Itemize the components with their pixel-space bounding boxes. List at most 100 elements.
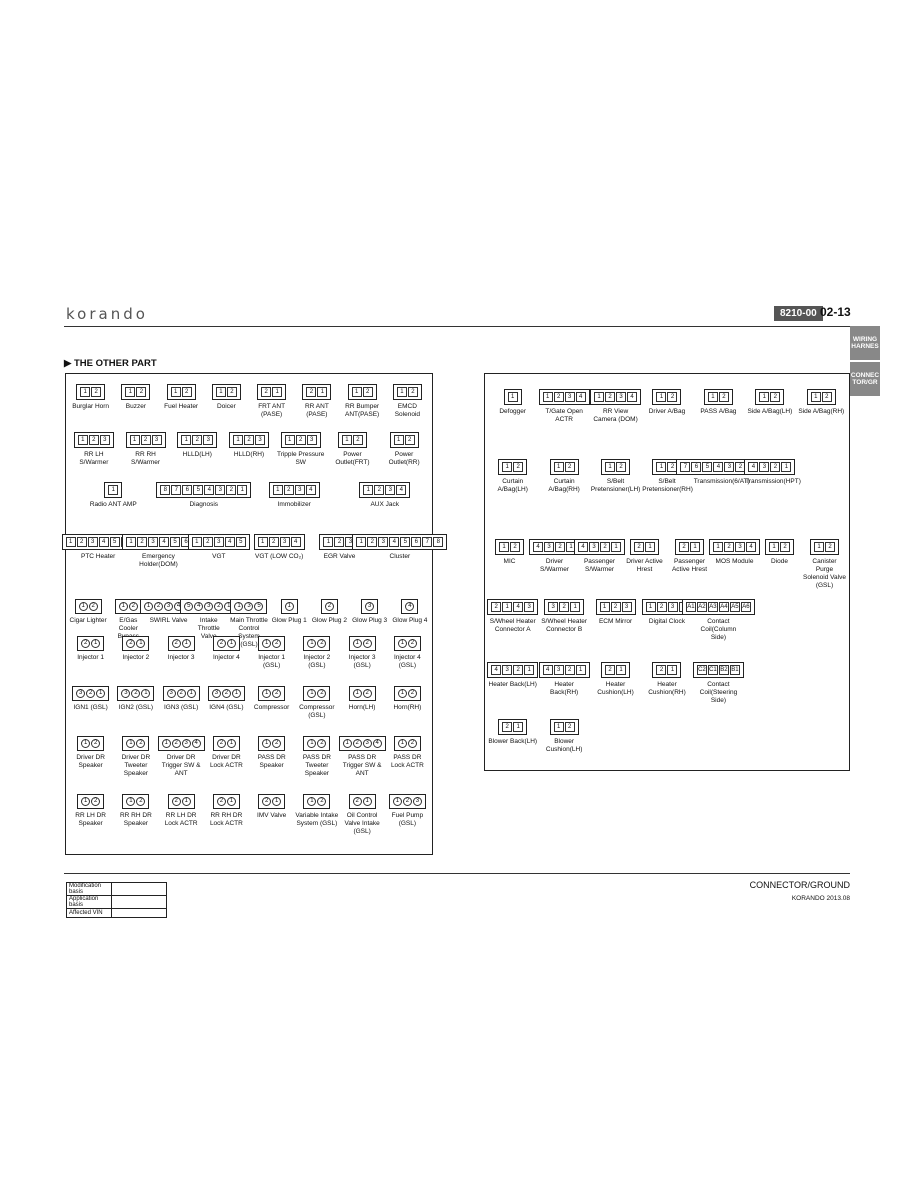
connector-pin: 3 bbox=[385, 485, 396, 495]
connector-label: MIC bbox=[503, 558, 516, 565]
connector-pin: 1 bbox=[234, 602, 244, 611]
connector-pin: 2 bbox=[136, 797, 146, 806]
connector-label: Heater Cushion(RH) bbox=[648, 681, 686, 696]
connector-pin: 8 bbox=[433, 537, 444, 547]
connector-pin: 1 bbox=[352, 689, 362, 698]
connector-pin: 2 bbox=[262, 797, 272, 806]
connector-label: Oil Control Valve Intake (GSL) bbox=[344, 812, 380, 835]
connector-pin: 1 bbox=[170, 387, 181, 397]
connector-pin: 7 bbox=[171, 485, 182, 495]
connector-label: PASS DR Tweeter Speaker bbox=[302, 754, 331, 777]
connector-label: Defogger bbox=[499, 408, 527, 415]
side-tab-connector[interactable]: CONNEC TOR/GR bbox=[850, 362, 880, 396]
connector-label: VGT (LOW CO₂) bbox=[255, 553, 304, 560]
connector-pin: 2 bbox=[555, 542, 565, 552]
connector-pin: 2 bbox=[306, 387, 317, 397]
header-divider bbox=[64, 326, 850, 327]
connector-pin: 1 bbox=[262, 689, 272, 698]
revision-table: Modification basis Application basis Aff… bbox=[66, 882, 167, 918]
connector-label: Driver Active Hrest bbox=[626, 558, 663, 573]
connector-pin: 1 bbox=[272, 485, 283, 495]
connector-label: Intake Throttle Valve bbox=[197, 617, 220, 640]
connector-pin: 2 bbox=[324, 602, 334, 611]
connector-pin: 4 bbox=[575, 392, 586, 402]
connector-pin: 2 bbox=[137, 537, 147, 547]
connector-symbol: 1 bbox=[270, 599, 308, 614]
connector-pin: 3 bbox=[412, 797, 422, 806]
connector-pin: 3 bbox=[378, 537, 389, 547]
connector-label: Side A/Bag(RH) bbox=[798, 408, 845, 415]
connector-pin: 3 bbox=[279, 537, 290, 547]
connector-pin: 2 bbox=[268, 537, 279, 547]
connector-pin: 5 bbox=[170, 537, 180, 547]
connector-pin: 2 bbox=[216, 639, 226, 648]
connector-pin: 2 bbox=[295, 435, 306, 445]
connector-pin: 2 bbox=[171, 797, 181, 806]
connector-pin: 4 bbox=[194, 602, 204, 611]
connector-pin: 1 bbox=[125, 387, 136, 397]
connector-label: Transmission(HPT) bbox=[745, 478, 801, 485]
connector-pin: 2 bbox=[154, 602, 164, 611]
connector-label: PASS DR Speaker bbox=[257, 754, 286, 769]
connector-pin: 2 bbox=[821, 392, 832, 402]
connector-label: PASS DR Lock ACTR bbox=[390, 754, 424, 769]
connector-pin: 3 bbox=[203, 435, 214, 445]
connector-pin: 1 bbox=[262, 639, 272, 648]
connector-pin: 6 bbox=[182, 485, 193, 495]
connector-label: S/Belt Pretensioner(RH) bbox=[642, 478, 693, 493]
connector-pin: 4 bbox=[542, 665, 553, 675]
connector-pin: 1 bbox=[232, 435, 243, 445]
connector-label: PASS DR Trigger SW & ANT bbox=[342, 754, 382, 777]
connector-pin: 2 bbox=[513, 665, 524, 675]
connector-pin: 1 bbox=[317, 387, 328, 397]
side-tab-wiring[interactable]: WIRING HARNES bbox=[850, 326, 880, 360]
footer-subtitle: KORANDO 2013.08 bbox=[791, 895, 850, 902]
section-code: 8210-00 bbox=[774, 306, 823, 321]
connector-pin: 1 bbox=[191, 537, 202, 547]
connector-pin: 1 bbox=[363, 485, 374, 495]
connector-pin: 1 bbox=[226, 639, 236, 648]
connector-pin: 4 bbox=[491, 665, 502, 675]
connector-pin: 1 bbox=[307, 639, 317, 648]
connector-label: Glow Plug 3 bbox=[352, 617, 388, 624]
connector-pin: 2 bbox=[272, 639, 282, 648]
